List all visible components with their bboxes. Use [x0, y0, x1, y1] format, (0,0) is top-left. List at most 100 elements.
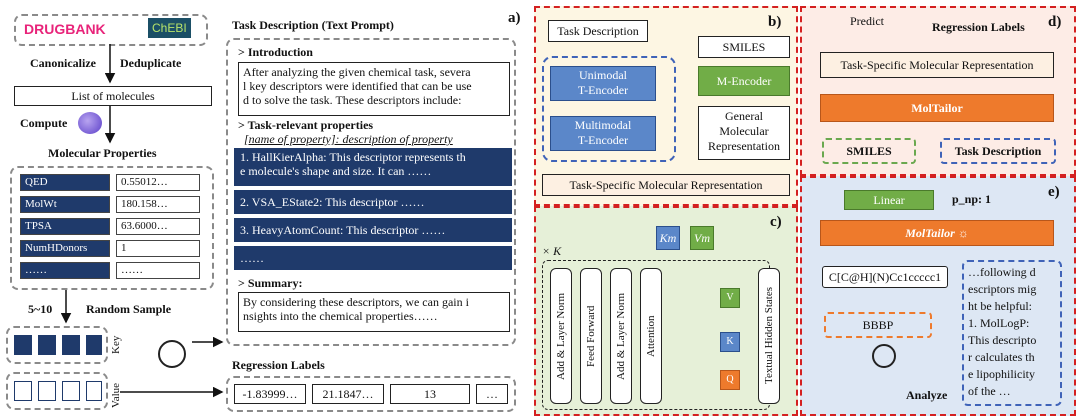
- task-description-box: > Introduction After analyzing the given…: [226, 38, 516, 346]
- panel-c: c) × K Km Vm Add & Layer Norm Feed Forwar…: [534, 206, 798, 416]
- property-name: TPSA: [20, 218, 110, 235]
- introduction-heading: > Introduction: [238, 45, 313, 59]
- km-box: Km: [656, 226, 680, 250]
- sources-box: DRUGBANK ChEBI: [14, 14, 208, 46]
- smiles-input: SMILES: [822, 138, 916, 164]
- key-block: [38, 335, 56, 355]
- property-name: NumHDonors: [20, 240, 110, 257]
- summary-box: By considering these descriptors, we can…: [238, 292, 510, 332]
- general-rep-label: Molecular: [719, 124, 769, 138]
- task-specific-representation: Task-Specific Molecular Representation: [542, 174, 790, 196]
- regression-value: -1.83999…: [234, 384, 306, 404]
- property-name: ……: [20, 262, 110, 279]
- repeat-k-label: × K: [542, 244, 562, 258]
- task-item-line: e molecule's shape and size. It can ……: [240, 164, 432, 178]
- chebi-logo: ChEBI: [148, 18, 191, 38]
- layer-column: Add & Layer Norm: [610, 268, 632, 404]
- key-block: [86, 335, 102, 355]
- general-rep-label: Representation: [708, 139, 780, 153]
- property-value: 180.158…: [116, 196, 200, 213]
- task-item: ……: [234, 246, 512, 270]
- deduplicate-label: Deduplicate: [120, 56, 182, 70]
- property-value: 1: [116, 240, 200, 257]
- sample-range: 5~10: [28, 302, 53, 316]
- regression-labels-label: Regression Labels: [932, 20, 1025, 34]
- regression-value: 13: [390, 384, 470, 404]
- task-item-line: 1. HallKierAlpha: This descriptor repres…: [240, 150, 466, 164]
- smiles-box: SMILES: [698, 36, 790, 58]
- panel-e-letter: e): [1048, 184, 1060, 200]
- panel-e: e) Linear p_np: 1 MolTailor ☼ C[C@H](N)C…: [800, 176, 1076, 416]
- description-line: e lipophilicity: [968, 367, 1035, 381]
- bbbp-label: BBBP: [862, 318, 894, 332]
- task-item-line: 3. HeavyAtomCount: This descriptor ……: [240, 223, 446, 237]
- layer-column-label: Add & Layer Norm: [555, 292, 567, 380]
- description-line: This descripto: [968, 333, 1037, 347]
- summary-heading: > Summary:: [238, 276, 303, 290]
- drugbank-logo: DRUGBANK: [24, 21, 106, 37]
- property-value: 0.55012…: [116, 174, 200, 191]
- task-item: 3. HeavyAtomCount: This descriptor ……: [234, 218, 512, 242]
- analyze-label: Analyze: [906, 388, 948, 402]
- moltailor-box: MolTailor: [820, 94, 1054, 122]
- unimodal-label: T-Encoder: [577, 83, 629, 97]
- panel-d-letter: d): [1048, 14, 1062, 30]
- multimodal-label: Multimodal: [574, 118, 632, 132]
- introduction-line: l key descriptors were identified that c…: [243, 79, 472, 93]
- layer-column: Attention: [640, 268, 662, 404]
- moltailor-box: MolTailor ☼: [820, 220, 1054, 246]
- summary-line: nsights into the chemical properties……: [243, 309, 438, 323]
- openai-icon: [158, 340, 186, 368]
- value-box: [6, 372, 108, 410]
- task-item-line: 2. VSA_EState2: This descriptor ……: [240, 195, 425, 209]
- task-description-box: Task Description: [548, 20, 648, 42]
- hidden-states-label: Textual Hidden States: [763, 287, 775, 385]
- task-relevant-heading: > Task-relevant properties: [238, 118, 374, 132]
- summary-line: By considering these descriptors, we can…: [243, 295, 469, 309]
- multimodal-label: T-Encoder: [577, 133, 629, 147]
- panel-a: a) DRUGBANK ChEBI Canonicalize Deduplica…: [0, 0, 530, 418]
- layer-column-label: Feed Forward: [585, 305, 597, 367]
- regression-value: 21.1847…: [312, 384, 384, 404]
- unimodal-label: Unimodal: [579, 68, 627, 82]
- vm-box: Vm: [690, 226, 714, 250]
- introduction-box: After analyzing the given chemical task,…: [238, 62, 510, 116]
- output-label: p_np: 1: [952, 192, 992, 206]
- general-representation: General Molecular Representation: [698, 106, 790, 160]
- regression-labels-box: -1.83999… 21.1847… 13 …: [226, 376, 516, 412]
- general-rep-label: General: [725, 109, 763, 123]
- hidden-states-box: Textual Hidden States: [758, 268, 780, 404]
- property-value: 63.6000…: [116, 218, 200, 235]
- m-encoder: M-Encoder: [698, 66, 790, 96]
- linear-box: Linear: [844, 190, 934, 210]
- layer-column: Feed Forward: [580, 268, 602, 404]
- panel-b: b) Task Description SMILES Unimodal T-En…: [534, 6, 798, 206]
- task-description-input: Task Description: [940, 138, 1056, 164]
- properties-box: QED 0.55012… MolWt 180.158… TPSA 63.6000… NumH…: [10, 166, 214, 290]
- introduction-line: d to solve the task. These descriptors i…: [243, 93, 462, 107]
- panel-b-letter: b): [768, 14, 782, 30]
- task-item: 2. VSA_EState2: This descriptor ……: [234, 190, 512, 214]
- task-relevant-template: [name of property]: description of prope…: [244, 132, 453, 146]
- property-name: QED: [20, 174, 110, 191]
- property-name: MolWt: [20, 196, 110, 213]
- introduction-line: After analyzing the given chemical task,…: [243, 65, 471, 79]
- layer-column-label: Add & Layer Norm: [615, 292, 627, 380]
- panel-c-letter: c): [770, 214, 782, 230]
- description-line: r calculates th: [968, 350, 1035, 364]
- unimodal-encoder: Unimodal T-Encoder: [550, 66, 656, 101]
- layer-column-label: Attention: [645, 315, 657, 357]
- k-projection: K: [720, 332, 740, 352]
- canonicalize-label: Canonicalize: [30, 56, 96, 70]
- molecular-properties-label: Molecular Properties: [48, 146, 157, 160]
- text-encoder-group: [542, 56, 676, 162]
- random-sample-label: Random Sample: [86, 302, 172, 316]
- predict-label: Predict: [850, 14, 884, 28]
- list-of-molecules: List of molecules: [14, 86, 212, 106]
- key-block: [14, 335, 32, 355]
- panel-a-letter: a): [508, 10, 521, 26]
- description-line: of the …: [968, 384, 1011, 398]
- value-block: [38, 381, 56, 401]
